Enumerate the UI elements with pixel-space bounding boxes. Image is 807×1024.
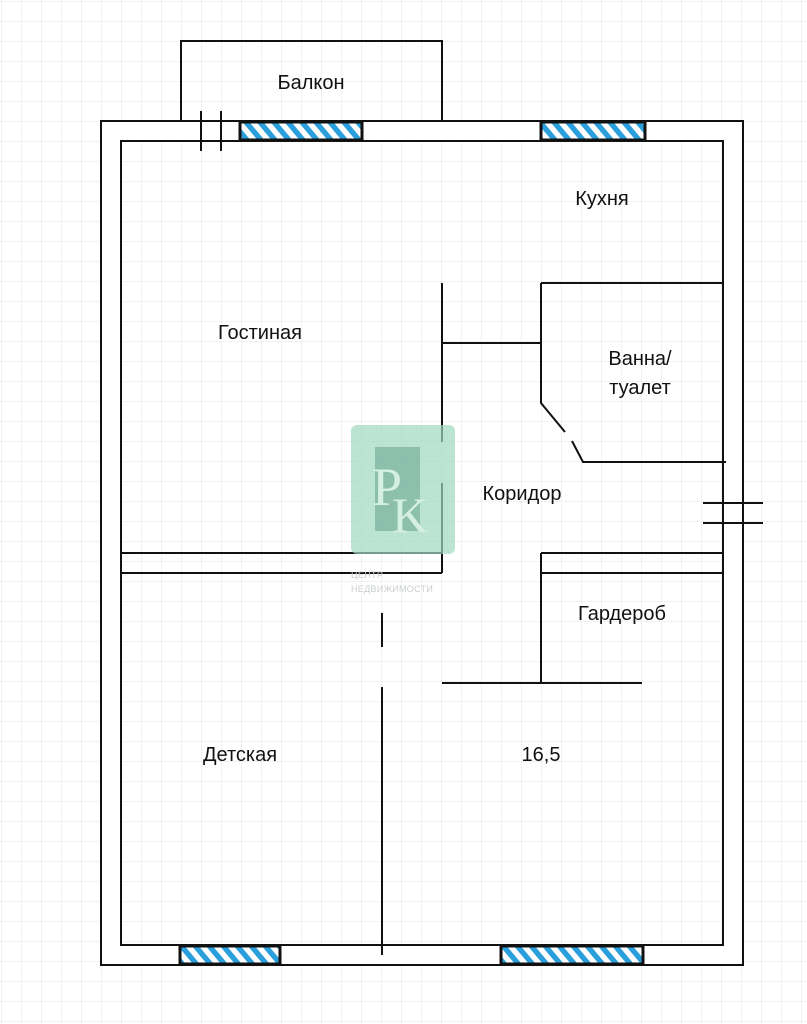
inner-wall [120,140,724,946]
svg-text:K: K [392,487,428,543]
room-label-living-room: Гостиная [218,322,302,344]
entrance-door-mark [703,502,763,524]
interior-walls [121,111,763,955]
watermark-line1: ЦЕНТР [351,570,383,580]
watermark-line2: НЕДВИЖИМОСТИ [351,584,433,594]
balcony-door-mark [200,111,222,151]
window-balcony [238,120,364,142]
room-label-balcony: Балкон [277,72,344,94]
room-area-label: 16,5 [522,744,561,766]
room-label-bathroom-2: туалет [609,377,671,399]
room-label-bathroom-1: Ванна/ [608,348,672,370]
room-label-wardrobe: Гардероб [578,603,666,625]
svg-text:P: P [372,457,402,517]
watermark-logo: P K ЦЕНТР НЕДВИЖИМОСТИ [351,425,455,594]
window-kids [178,944,282,966]
window-kitchen [539,120,647,142]
window-room [499,944,645,966]
room-label-kids: Детская [203,744,277,766]
windows [178,120,647,966]
room-label-corridor: Коридор [483,483,562,505]
room-label-kitchen: Кухня [575,188,629,210]
